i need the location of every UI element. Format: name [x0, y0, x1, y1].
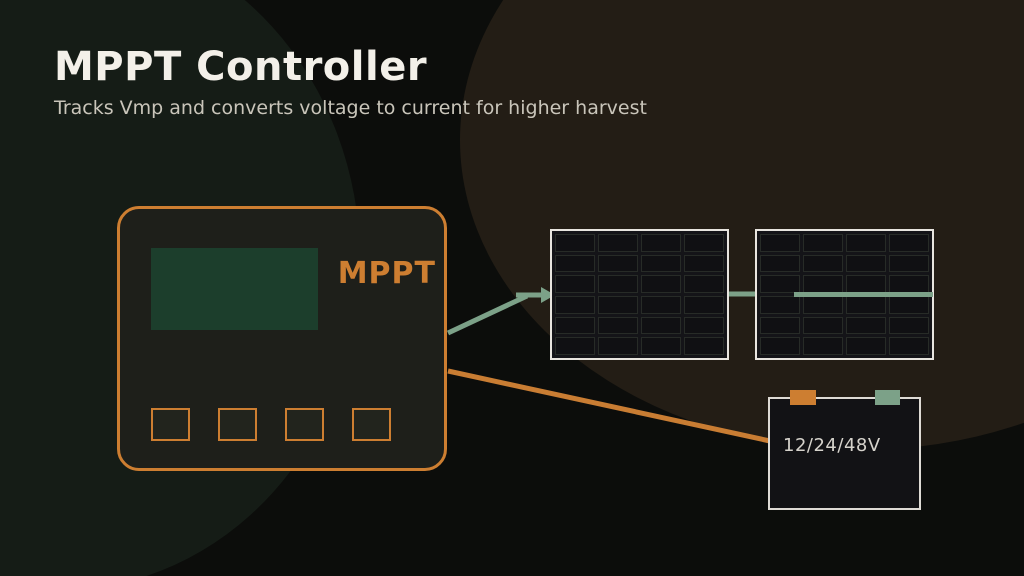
solar-cell [598, 337, 638, 355]
solar-cell [760, 316, 800, 335]
solar-cell [846, 275, 886, 293]
solar-cell [760, 254, 800, 273]
solar-cell [555, 316, 595, 335]
controller-button-4[interactable] [352, 408, 391, 441]
solar-cell [846, 295, 886, 314]
pv-wire-arrowhead-icon [541, 287, 555, 303]
header: MPPT Controller Tracks Vmp and converts … [54, 44, 647, 119]
solar-cell [803, 234, 843, 252]
solar-cell [760, 234, 800, 252]
solar-cell [889, 275, 929, 293]
solar-cell [684, 234, 724, 252]
solar-cell [803, 337, 843, 355]
controller-button-2[interactable] [218, 408, 257, 441]
solar-cell [598, 234, 638, 252]
solar-cell [555, 295, 595, 314]
solar-cell [846, 254, 886, 273]
page-subtitle: Tracks Vmp and converts voltage to curre… [54, 97, 647, 119]
solar-cell [641, 254, 681, 273]
solar-cell [846, 337, 886, 355]
solar-cell [555, 275, 595, 293]
controller-label: MPPT [337, 256, 436, 291]
solar-cell [684, 337, 724, 355]
solar-cell [641, 295, 681, 314]
solar-cell [684, 295, 724, 314]
battery-wire [447, 368, 771, 444]
solar-cell [555, 254, 595, 273]
solar-cell [760, 275, 800, 293]
solar-cell [684, 275, 724, 293]
solar-cell [641, 234, 681, 252]
solar-cell [555, 234, 595, 252]
solar-cell [889, 295, 929, 314]
solar-cell [598, 275, 638, 293]
solar-cell [846, 234, 886, 252]
solar-cell [684, 254, 724, 273]
solar-cell [803, 316, 843, 335]
solar-cell [889, 254, 929, 273]
solar-cell [760, 295, 800, 314]
solar-cell [684, 316, 724, 335]
solar-cell [641, 337, 681, 355]
solar-cell [760, 337, 800, 355]
controller-button-1[interactable] [151, 408, 190, 441]
battery-voltage-label: 12/24/48V [783, 435, 881, 456]
solar-cell [598, 316, 638, 335]
controller-button-row [151, 408, 391, 441]
battery-negative-terminal-icon [875, 390, 900, 405]
controller-lcd-screen [151, 248, 318, 330]
controller-button-3[interactable] [285, 408, 324, 441]
solar-cell [598, 295, 638, 314]
battery: 12/24/48V [768, 390, 921, 510]
battery-positive-terminal-icon [790, 390, 816, 405]
solar-cell [555, 337, 595, 355]
page-title: MPPT Controller [54, 44, 428, 90]
pv-wire-diagonal [446, 293, 529, 336]
solar-cell [846, 316, 886, 335]
panel-busbar-wire [794, 292, 933, 297]
solar-cell [641, 316, 681, 335]
solar-panel-1 [550, 229, 729, 360]
solar-cell [803, 275, 843, 293]
solar-cell [641, 275, 681, 293]
mppt-controller-device: MPPT [117, 206, 447, 471]
solar-cell [889, 234, 929, 252]
solar-cell [889, 337, 929, 355]
solar-cell [889, 316, 929, 335]
solar-cell [598, 254, 638, 273]
solar-cell [803, 295, 843, 314]
solar-cell [803, 254, 843, 273]
